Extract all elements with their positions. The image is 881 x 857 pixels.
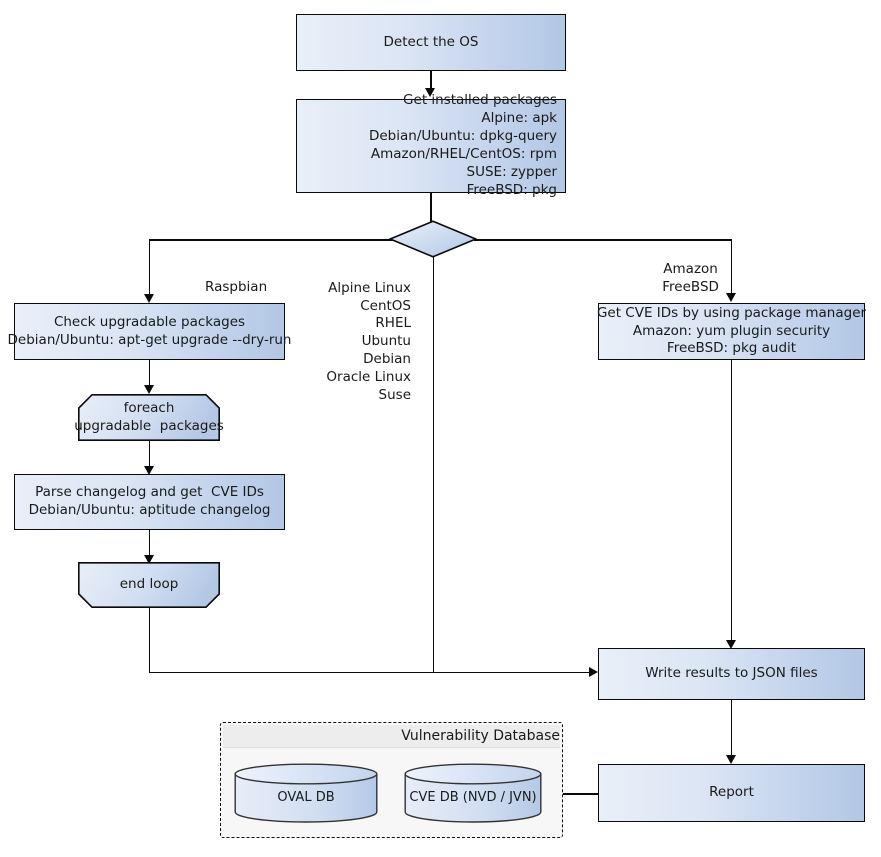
edge-label-os-list-line-6: Suse [378,386,411,403]
node-get-installed-packages-line-1: Alpine: apk [481,110,557,127]
node-check-upgradable-line-0: Check upgradable packages [53,313,246,330]
group-vulnerability-database-title-bar: Vulnerability Database [223,725,560,748]
node-parse-changelog-line-1: Debian/Ubuntu: aptitude changelog [28,502,271,518]
node-detect-the-os[interactable]: Detect the OS [296,14,566,71]
connector-parse-to-endloop [148,530,151,556]
connector-decision-right-horizontal [474,239,732,241]
node-get-installed-packages-line-3: Amazon/RHEL/CentOS: rpm [370,146,557,162]
node-get-installed-packages-line-0: Get installed packages [403,92,557,109]
connector-decision-right-vertical [730,239,733,296]
arrowhead-rail-to-write-results [589,667,598,677]
edge-label-os-list-line-1: CentOS [360,297,411,314]
database-cylinder-icon [234,763,378,823]
node-end-loop-line-0: end loop [119,576,179,593]
connector-bottom-rail-to-write-results [149,671,591,674]
connector-check-to-foreach [148,360,151,386]
node-foreach-line-1: upgradable packages [74,417,224,434]
arrowhead-getcve-to-write-results [726,640,736,649]
node-write-results-line-0: Write results to JSON files [645,665,818,682]
node-get-cve-ids-line-2: FreeBSD: pkg audit [666,340,797,357]
db-cve[interactable]: CVE DB (NVD / JVN) [404,763,542,823]
connector-cvedb-to-report [541,793,599,795]
node-detect-the-os-line-0: Detect the OS [383,33,479,50]
edge-label-raspbian-line-0: Raspbian [205,278,268,295]
node-check-upgradable-packages[interactable]: Check upgradable packages Debian/Ubuntu:… [8,303,291,360]
decision-diamond-icon [388,220,478,258]
arrowhead-write-results-to-report [726,755,736,764]
edge-label-amazon-freebsd: Amazon FreeBSD [622,243,742,314]
edge-label-middle-os-list: Alpine Linux CentOS RHEL Ubuntu Debian O… [281,262,411,422]
loop-end-shape-icon [78,562,220,608]
edge-label-os-list-line-5: Oracle Linux [326,368,411,385]
edge-label-amazon-line-1: FreeBSD [662,278,719,295]
connector-foreach-to-parse [148,441,151,467]
arrowhead-foreach-to-parse [144,466,154,475]
node-write-results-to-json[interactable]: Write results to JSON files [598,648,865,700]
node-get-installed-packages-line-5: FreeBSD: pkg [466,181,557,198]
connector-detect-to-packages [430,70,432,94]
connector-decision-left-vertical [148,239,151,297]
arrowhead-detect-to-packages [425,88,435,97]
node-get-cve-ids-line-1: Amazon: yum plugin security [632,322,831,339]
node-get-installed-packages-line-4: SUSE: zypper [466,163,557,180]
connector-decision-left-horizontal [149,239,393,241]
node-report-line-0: Report [709,784,754,801]
loop-start-shape-icon [78,394,220,441]
node-get-installed-packages[interactable]: Get installed packages Alpine: apk Debia… [296,92,566,198]
database-cylinder-icon [404,763,542,823]
edge-label-amazon-line-0: Amazon [663,260,718,277]
edge-label-os-list-line-0: Alpine Linux [328,279,411,296]
node-parse-changelog[interactable]: Parse changelog and get CVE IDs Debian/U… [14,474,285,530]
connector-decision-middle-vertical [432,256,435,673]
connector-endloop-down [148,608,151,673]
group-vulnerability-database-title: Vulnerability Database [401,728,560,744]
node-end-loop[interactable]: end loop [78,562,220,608]
node-get-cve-ids-line-0: Get CVE IDs by using package manager [596,304,867,321]
edge-label-os-list-line-2: RHEL [375,315,411,332]
connector-write-results-to-report [730,700,733,756]
node-foreach-upgradable-packages[interactable]: foreach upgradable packages [74,394,224,441]
db-oval-label: OVAL DB [277,790,335,805]
node-parse-changelog-line-0: Parse changelog and get CVE IDs [35,484,264,501]
db-cve-label: CVE DB (NVD / JVN) [409,790,537,805]
arrowhead-decision-to-get-cve-ids [726,293,736,302]
node-check-upgradable-line-1: Debian/Ubuntu: apt-get upgrade --dry-run [7,331,292,348]
edge-label-os-list-line-4: Debian [363,351,411,368]
db-oval[interactable]: OVAL DB [234,763,378,823]
node-foreach-line-0: foreach [123,399,175,416]
connector-getcve-to-write-results [730,360,733,641]
edge-label-raspbian: Raspbian [150,261,305,314]
edge-label-os-list-line-3: Ubuntu [361,333,411,350]
node-get-cve-ids[interactable]: Get CVE IDs by using package manager Ama… [596,303,867,360]
connector-packages-to-decision [430,192,432,224]
node-decision-diamond[interactable] [388,220,478,258]
arrowhead-parse-to-endloop [144,555,154,564]
node-get-installed-packages-line-2: Debian/Ubuntu: dpkg-query [368,128,557,145]
arrowhead-decision-to-check-upgradable [144,294,154,303]
arrowhead-check-to-foreach [144,385,154,394]
node-report[interactable]: Report [598,764,865,822]
